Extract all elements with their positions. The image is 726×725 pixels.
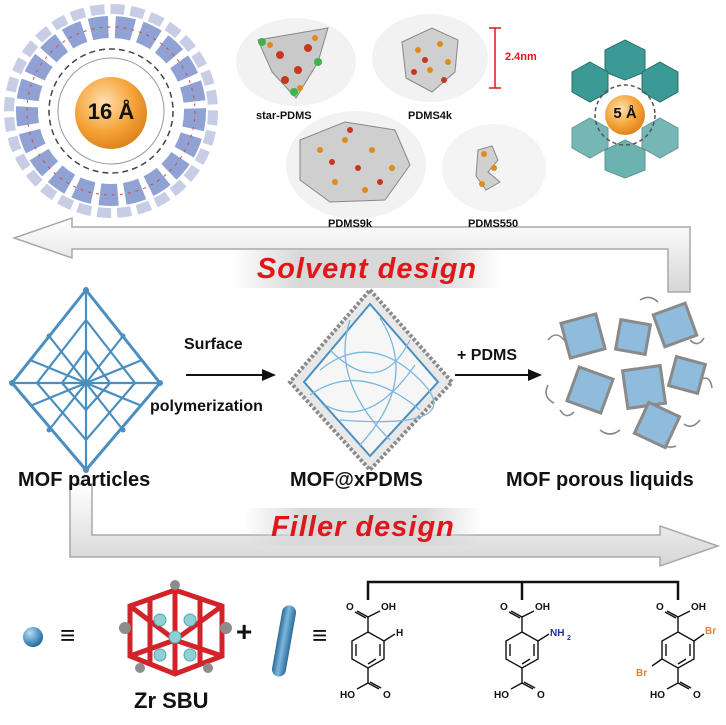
step-label-add-pdms: + PDMS <box>457 347 518 364</box>
svg-text:HO: HO <box>494 690 509 701</box>
linker-h <box>351 610 396 690</box>
linker-molecules <box>351 610 705 690</box>
small-pore-sphere <box>605 95 645 135</box>
small-pore-label: 5 Å <box>613 105 637 122</box>
small-pore-mof <box>571 39 679 179</box>
stage-label-porous-liquids: MOF porous liquids <box>506 469 694 491</box>
svg-text:NH: NH <box>550 628 564 639</box>
polymer-label-pdms4k: PDMS4k <box>408 110 453 122</box>
linker-br <box>651 610 705 690</box>
svg-text:O: O <box>346 602 354 613</box>
zr-sbu-label: Zr SBU <box>134 688 209 713</box>
svg-text:O: O <box>693 690 701 701</box>
svg-text:OH: OH <box>381 602 396 613</box>
large-pore-label: 16 Å <box>87 99 135 124</box>
scale-bar <box>489 27 501 89</box>
polymer-label-star-pdms: star-PDMS <box>256 110 312 122</box>
svg-text:O: O <box>537 690 545 701</box>
coated-mof-particle <box>287 286 455 473</box>
svg-text:O: O <box>656 602 664 613</box>
large-pore-mof <box>4 4 218 218</box>
svg-text:HO: HO <box>650 690 665 701</box>
linker-rod <box>271 605 297 677</box>
svg-text:O: O <box>383 690 391 701</box>
linker-atom-labels: O OH O HO H O OH O HO NH 2 O OH O HO Br … <box>340 602 716 701</box>
linker-bracket <box>366 580 680 600</box>
node-ball <box>23 627 43 647</box>
plus-symbol: + <box>236 616 253 647</box>
polymer-label-pdms550: PDMS550 <box>468 218 519 230</box>
svg-text:2: 2 <box>567 635 571 642</box>
solvent-design-banner: Solvent design <box>232 250 502 288</box>
polymer-label-pdms9k: PDMS9k <box>328 218 373 230</box>
porous-liquid <box>545 296 713 450</box>
svg-text:Br: Br <box>705 626 716 637</box>
filler-arrow <box>69 483 721 568</box>
equiv-symbol-1: ≡ <box>60 620 76 650</box>
svg-text:Br: Br <box>636 668 647 679</box>
step-label-polymerization: polymerization <box>150 398 263 415</box>
svg-text:OH: OH <box>691 602 706 613</box>
solvent-arrow <box>11 216 691 293</box>
step-label-surface: Surface <box>184 336 243 353</box>
stage-label-mof-xpdms: MOF@xPDMS <box>290 469 423 491</box>
zr-sbu-model <box>119 580 232 677</box>
svg-text:O: O <box>500 602 508 613</box>
svg-text:OH: OH <box>535 602 550 613</box>
polymer-models <box>236 14 546 219</box>
filler-design-banner: Filler design <box>244 508 482 546</box>
svg-text:H: H <box>396 628 403 639</box>
stage-label-mof-particles: MOF particles <box>18 469 151 491</box>
large-pore-sphere <box>75 77 147 149</box>
step-arrows <box>186 369 542 381</box>
equiv-symbol-2: ≡ <box>312 620 328 650</box>
svg-text:HO: HO <box>340 690 355 701</box>
linker-nh2 <box>505 610 550 690</box>
scale-bar-label: 2.4nm <box>505 51 537 63</box>
